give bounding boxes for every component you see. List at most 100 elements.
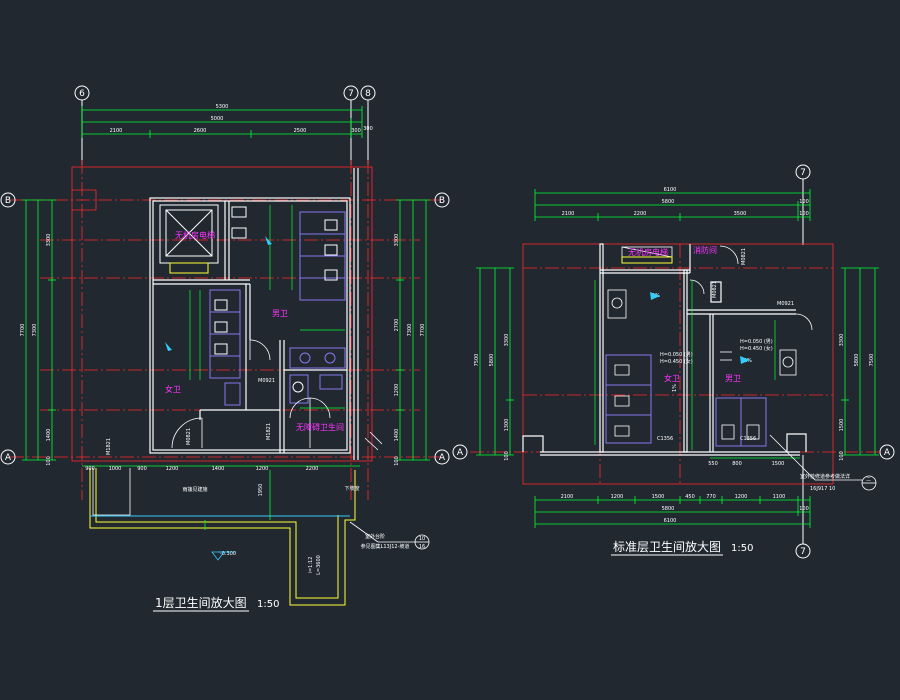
door-tag: M0821 (712, 281, 718, 298)
dim-top-part: 3500 (734, 211, 747, 217)
dim-top-part: 100 (799, 211, 809, 217)
dim-bottom: 1200 (256, 466, 269, 472)
dim-top-right: 300 (363, 126, 373, 132)
grid-label-a-right: A (439, 453, 446, 463)
dim-right-outer: 7500 (869, 354, 875, 367)
dim-bottom: 900 (85, 466, 95, 472)
height-note: H=0.450 (女) (740, 345, 773, 352)
annotation-canopy: 雨篷见建施 (182, 486, 207, 493)
door-tag: M1821 (266, 423, 272, 440)
walls (149, 168, 359, 460)
room-label-womens: 女卫 (664, 373, 680, 383)
detail-ref-bottom: 16 (419, 544, 425, 550)
annotation-slope: 下坡度 (344, 485, 359, 492)
plan-title-1: 1层卫生间放大图 (155, 595, 247, 610)
dim-bottom: 1400 (212, 466, 225, 472)
door-tag: M0921 (258, 378, 275, 384)
dim-top-overall: 6100 (664, 187, 677, 193)
height-note: H=0.050 (男) (740, 339, 773, 345)
dim-top-part: 2100 (110, 128, 123, 134)
dim-left-outer: 7700 (20, 324, 26, 337)
detail-ref-top: 10 (419, 536, 425, 542)
grid-label-6: 6 (79, 89, 85, 99)
detail-note-1: 室外台阶 (365, 533, 385, 540)
dimensions-top (81, 106, 363, 138)
dim-top-right: 100 (799, 199, 809, 205)
room-label-elevator: 无机房电梯 (175, 230, 215, 240)
dim-top-sub: 5800 (662, 199, 675, 205)
grid-label-a-right: A (884, 448, 891, 458)
dim-bottom: 100 (799, 506, 809, 512)
callout-note: 室外检修道参考做法详 (800, 473, 850, 480)
dim-top-overall: 5300 (216, 104, 229, 110)
dim-top-part: 300 (351, 128, 361, 134)
dim-right-part: 3300 (394, 234, 400, 247)
dim-left-part: 1400 (46, 429, 52, 442)
grid-label-7-bottom: 7 (800, 547, 806, 557)
dim-top-part: 2200 (634, 211, 647, 217)
dim-bottom-inner: 550 (708, 461, 718, 467)
dim-top-sub: 5000 (211, 116, 224, 122)
dim-bottom: 770 (706, 494, 716, 500)
door-tag: M0821 (186, 428, 192, 445)
fixtures (209, 211, 346, 406)
dim-left-part: 100 (46, 456, 52, 466)
grid-label-b: B (5, 196, 11, 206)
doors (171, 339, 331, 449)
room-label-elevator: 无机房电梯 (628, 247, 668, 257)
plan-2: 7 7 A A 6100 5800 2100 2200 3500 100 100 (452, 164, 895, 559)
plan-1: 6 7 8 5300 5000 2100 2600 2500 300 300 (0, 85, 450, 612)
grid-label-a: A (5, 453, 12, 463)
dim-bottom: 450 (685, 494, 695, 500)
plan-scale-2: 1:50 (731, 543, 753, 554)
annotation-length: L=3600 (316, 555, 322, 575)
slope-mark: 1% (672, 384, 678, 392)
dim-left-part: 100 (504, 451, 510, 461)
dim-left-part: 1300 (504, 419, 510, 432)
dim-left-inner: 5800 (489, 354, 495, 367)
detail-ref: 二 (866, 477, 871, 483)
door-tag: M0921 (777, 301, 794, 307)
dim-left-part: 3300 (46, 234, 52, 247)
dim-top-part: 2600 (194, 128, 207, 134)
dim-bottom-total: 5800 (662, 506, 675, 512)
door-tag: M0821 (741, 248, 747, 265)
elevator (159, 204, 219, 274)
dim-bottom-inner: 1500 (772, 461, 785, 467)
dim-bottom: 1500 (652, 494, 665, 500)
dim-bottom: 1200 (735, 494, 748, 500)
dim-bottom: 2200 (306, 466, 319, 472)
dim-bottom-inner: 800 (732, 461, 742, 467)
dim-top-part: 2500 (294, 128, 307, 134)
dim-bottom: 900 (137, 466, 147, 472)
plan-title-2: 标准层卫生间放大图 (613, 539, 721, 554)
dim-right-part: 1200 (394, 384, 400, 397)
dim-right-part: 3300 (839, 334, 845, 347)
room-label-accessible: 无障碍卫生间 (296, 422, 344, 432)
plan-scale-1: 1:50 (257, 599, 279, 610)
dim-bottom: 1100 (773, 494, 786, 500)
annotation-ratio: i=1:12 (308, 557, 314, 574)
height-note: H=0.450 (女) (660, 358, 693, 365)
grid-label-b-right: B (439, 196, 445, 206)
dim-right-part: 100 (394, 456, 400, 466)
window-tag: C1356 (657, 436, 673, 442)
door-tag: M1821 (106, 438, 112, 455)
dim-bottom: 2100 (561, 494, 574, 500)
grid-label-8: 8 (365, 89, 371, 99)
dim-right-part: 100 (839, 451, 845, 461)
grid-label-7: 7 (800, 168, 806, 178)
dim-right-inner: 7300 (407, 324, 413, 337)
callout-ref: 16J917 10 (810, 486, 835, 492)
window-tag: C1356 (740, 436, 756, 442)
dim-bottom: 1200 (611, 494, 624, 500)
dim-right-part: 1400 (394, 429, 400, 442)
grid-label-a: A (457, 448, 464, 458)
dim-right-outer: 7700 (420, 324, 426, 337)
grid-label-7: 7 (348, 89, 354, 99)
dim-bottom: 1000 (109, 466, 122, 472)
dim-left-outer: 7500 (474, 354, 480, 367)
detail-note-2: 参见图集L13J12-坡道 (361, 543, 410, 550)
room-label-mens: 男卫 (725, 374, 741, 383)
